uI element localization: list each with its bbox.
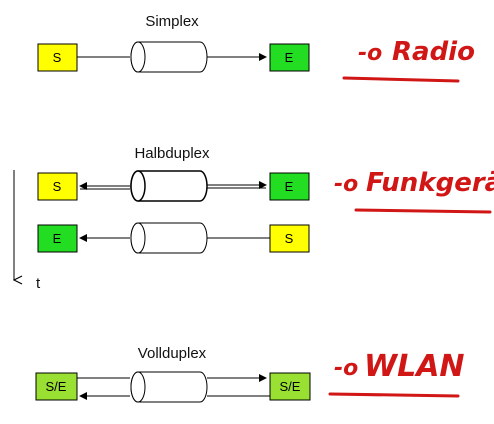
halbduplex-row2-channel-cylinder [130, 222, 208, 254]
vollduplex-note-underline [328, 392, 460, 398]
svg-text:E: E [285, 50, 294, 65]
svg-text:S/E: S/E [280, 379, 301, 394]
time-axis-label: t [36, 275, 41, 292]
vollduplex-channel-cylinder [130, 371, 208, 403]
halbduplex-section: Halbduplex S E E [14, 145, 494, 292]
simplex-channel-cylinder [130, 41, 208, 73]
halbduplex-row2-left-box: E [37, 224, 78, 253]
vollduplex-title: Vollduplex [138, 345, 207, 362]
vollduplex-note: -o WLAN [328, 349, 465, 398]
svg-text:S/E: S/E [46, 379, 67, 394]
halbduplex-row2: E S [37, 222, 310, 254]
simplex-section: Simplex S E -o Radio [37, 13, 475, 83]
simplex-sender-box: S [37, 43, 78, 72]
svg-text:E: E [53, 231, 62, 246]
halbduplex-note-arrow: -o [334, 172, 358, 197]
halbduplex-title: Halbduplex [134, 145, 210, 162]
simplex-note-text: Radio [392, 37, 475, 67]
halbduplex-row1-left-box: S [37, 172, 78, 201]
halbduplex-note-text: Funkgerät [366, 168, 494, 198]
halbduplex-row2-right-box: S [269, 224, 310, 253]
vollduplex-note-arrow: -o [334, 356, 358, 381]
halbduplex-row1-right-box: E [269, 172, 310, 201]
simplex-note-arrow: -o [358, 41, 382, 66]
vollduplex-section: Vollduplex S/E S/E -o WLAN [35, 345, 465, 403]
svg-text:E: E [285, 179, 294, 194]
halbduplex-row1-channel-cylinder [130, 170, 208, 202]
svg-text:S: S [53, 50, 62, 65]
vollduplex-left-box: S/E [35, 372, 78, 401]
halbduplex-note-underline [354, 208, 492, 214]
simplex-note: -o Radio [342, 37, 475, 83]
vollduplex-right-box: S/E [269, 372, 311, 401]
simplex-title: Simplex [145, 13, 199, 30]
halbduplex-row1: S E [37, 170, 310, 202]
simplex-note-underline [342, 76, 460, 83]
simplex-receiver-box: E [269, 43, 310, 72]
svg-text:S: S [285, 231, 294, 246]
svg-text:S: S [53, 179, 62, 194]
vollduplex-note-text: WLAN [364, 349, 465, 384]
halbduplex-note: -o Funkgerät [334, 168, 494, 214]
